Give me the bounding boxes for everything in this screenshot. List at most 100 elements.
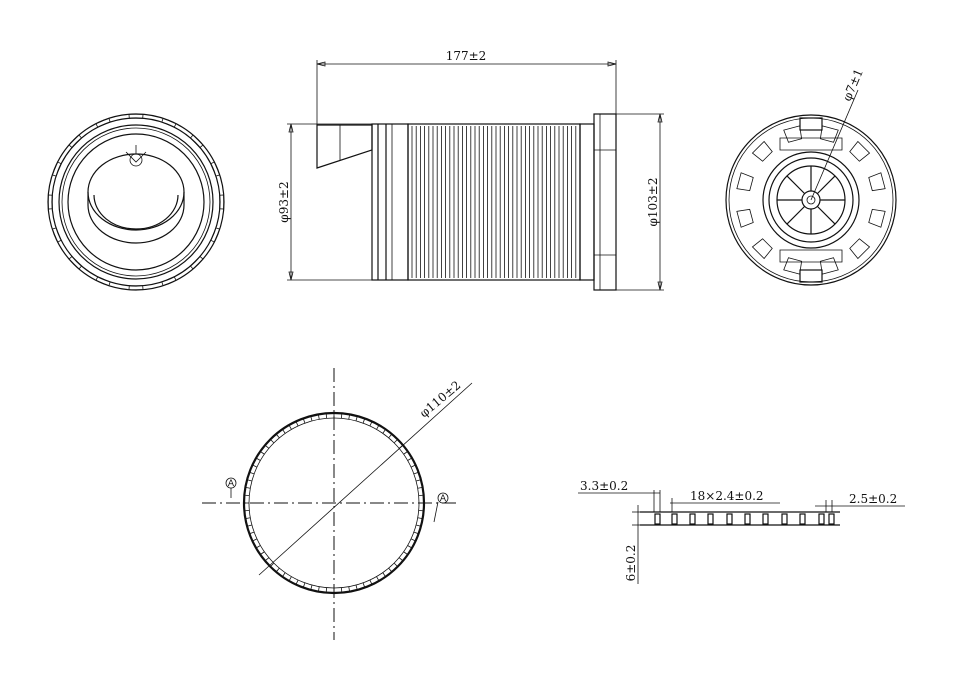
ring-pleat-mark bbox=[369, 421, 373, 427]
rim-tab bbox=[68, 134, 83, 149]
pleat-tooth bbox=[654, 513, 661, 525]
ring-pleat-mark bbox=[416, 479, 422, 482]
rim-tab bbox=[95, 276, 111, 287]
ring-pleat-mark bbox=[355, 415, 358, 421]
pleat-lines bbox=[411, 126, 577, 278]
ring-pleat-mark bbox=[393, 439, 398, 444]
pleat-circle-diameter-dimension: φ110±2 bbox=[417, 378, 464, 420]
pleat-tooth bbox=[726, 513, 733, 525]
ring-pleat-mark bbox=[376, 576, 380, 582]
ring-pleat-mark bbox=[388, 567, 393, 573]
point-b-marker: A bbox=[440, 494, 447, 504]
rim-tab bbox=[161, 117, 177, 128]
ring-pleat-mark bbox=[288, 424, 292, 430]
ring-pleat-mark bbox=[245, 486, 251, 489]
rim-slot bbox=[736, 208, 754, 228]
rim-tab bbox=[219, 194, 225, 210]
ring-pleat-mark bbox=[317, 414, 320, 420]
hub-spoke bbox=[786, 205, 806, 225]
rim-tab bbox=[189, 134, 204, 149]
pleat-tooth bbox=[744, 513, 751, 525]
hole-diameter-dimension: φ7±1 bbox=[840, 67, 866, 104]
ring-pleat-mark bbox=[382, 572, 386, 577]
right-end-view: φ7±1 bbox=[725, 67, 897, 286]
length-dimension: 177±2 bbox=[446, 49, 487, 63]
ring-pleat-mark bbox=[295, 421, 299, 427]
left-end-view bbox=[47, 113, 225, 291]
pleat-tooth bbox=[671, 513, 678, 525]
ring-pleat-mark bbox=[417, 517, 423, 520]
hub-spoke bbox=[786, 175, 806, 195]
ring-pleat-mark bbox=[282, 572, 286, 577]
ring-pleat-mark bbox=[288, 576, 292, 582]
ring-pleat-mark bbox=[310, 585, 313, 591]
rim-slot bbox=[868, 208, 886, 228]
pleat-teeth bbox=[654, 513, 835, 525]
rim-tab bbox=[128, 285, 144, 291]
ring-pleat-marks bbox=[244, 413, 424, 593]
rim-slot bbox=[736, 172, 754, 192]
ring-pleat-mark bbox=[246, 524, 252, 527]
ring-pleat-mark bbox=[398, 557, 404, 562]
ring-pleat-mark bbox=[249, 531, 255, 535]
pleat-tooth bbox=[689, 513, 696, 525]
rim-tab bbox=[51, 227, 62, 243]
rim-slot bbox=[849, 238, 871, 260]
pleat-end-gap-dimension: 2.5±0.2 bbox=[849, 492, 897, 506]
ring-pleat-mark bbox=[302, 418, 306, 424]
ring-pleat-mark bbox=[249, 471, 255, 475]
pleat-height-dimension: 6±0.2 bbox=[624, 545, 638, 582]
ring-pleat-mark bbox=[407, 457, 413, 461]
ring-pleat-mark bbox=[416, 524, 422, 527]
rim-slot bbox=[751, 238, 773, 260]
rim-slot bbox=[868, 172, 886, 192]
ring-pleat-mark bbox=[260, 451, 265, 455]
rim-tab bbox=[47, 194, 53, 210]
pleat-pitch-dimension: 18×2.4±0.2 bbox=[690, 489, 764, 503]
rim-slot bbox=[783, 125, 803, 143]
hub-spoke bbox=[816, 205, 836, 225]
ring-pleat-mark bbox=[275, 433, 280, 439]
ring-pleat-mark bbox=[413, 531, 419, 535]
ring-pleat-mark bbox=[413, 471, 419, 475]
ring-pleat-mark bbox=[252, 464, 258, 468]
ring-pleat-mark bbox=[302, 582, 306, 588]
ring-pleat-mark bbox=[362, 418, 366, 424]
ring-pleat-mark bbox=[388, 433, 393, 439]
ring-pleat-mark bbox=[255, 457, 261, 461]
ring-pleat-mark bbox=[362, 582, 366, 588]
rim-slot bbox=[819, 125, 839, 143]
ring-pleat-mark bbox=[264, 557, 270, 562]
ring-pleat-mark bbox=[355, 585, 358, 591]
ring-pleat-mark bbox=[310, 415, 313, 421]
outer-diameter-dimension: φ103±2 bbox=[646, 178, 660, 227]
point-a-marker: A bbox=[228, 479, 235, 489]
hub-spokes bbox=[777, 166, 845, 234]
ring-pleat-mark bbox=[282, 429, 286, 434]
ring-pleat-mark bbox=[403, 451, 408, 455]
side-view: 177±2 φ93±2 φ103±2 bbox=[277, 49, 664, 291]
ring-pleat-mark bbox=[410, 538, 416, 542]
ring-pleat-mark bbox=[407, 545, 413, 549]
pleat-tooth bbox=[818, 513, 825, 525]
pleat-tooth bbox=[781, 513, 788, 525]
rim-slot bbox=[849, 140, 871, 162]
pleat-thickness-dimension: 3.3±0.2 bbox=[580, 479, 628, 493]
ring-pleat-mark bbox=[393, 562, 398, 567]
rim-tab bbox=[51, 161, 62, 177]
pleat-tooth bbox=[762, 513, 769, 525]
ring-pleat-mark bbox=[403, 551, 408, 555]
rim-tab bbox=[189, 255, 204, 270]
ring-pleat-mark bbox=[410, 464, 416, 468]
ring-pleat-mark bbox=[252, 538, 258, 542]
pleat-tooth bbox=[828, 513, 835, 525]
ring-pleat-mark bbox=[376, 424, 380, 430]
ring-pleat-mark bbox=[369, 579, 373, 585]
circular-section-view: φ110±2 A A bbox=[202, 368, 473, 640]
ring-pleat-mark bbox=[348, 414, 351, 420]
rim-slot bbox=[783, 257, 803, 275]
ring-pleat-mark bbox=[270, 439, 275, 444]
ring-pleat-mark bbox=[317, 586, 320, 592]
pleat-detail-view: 3.3±0.2 18×2.4±0.2 2.5±0.2 6±0.2 bbox=[578, 479, 905, 584]
